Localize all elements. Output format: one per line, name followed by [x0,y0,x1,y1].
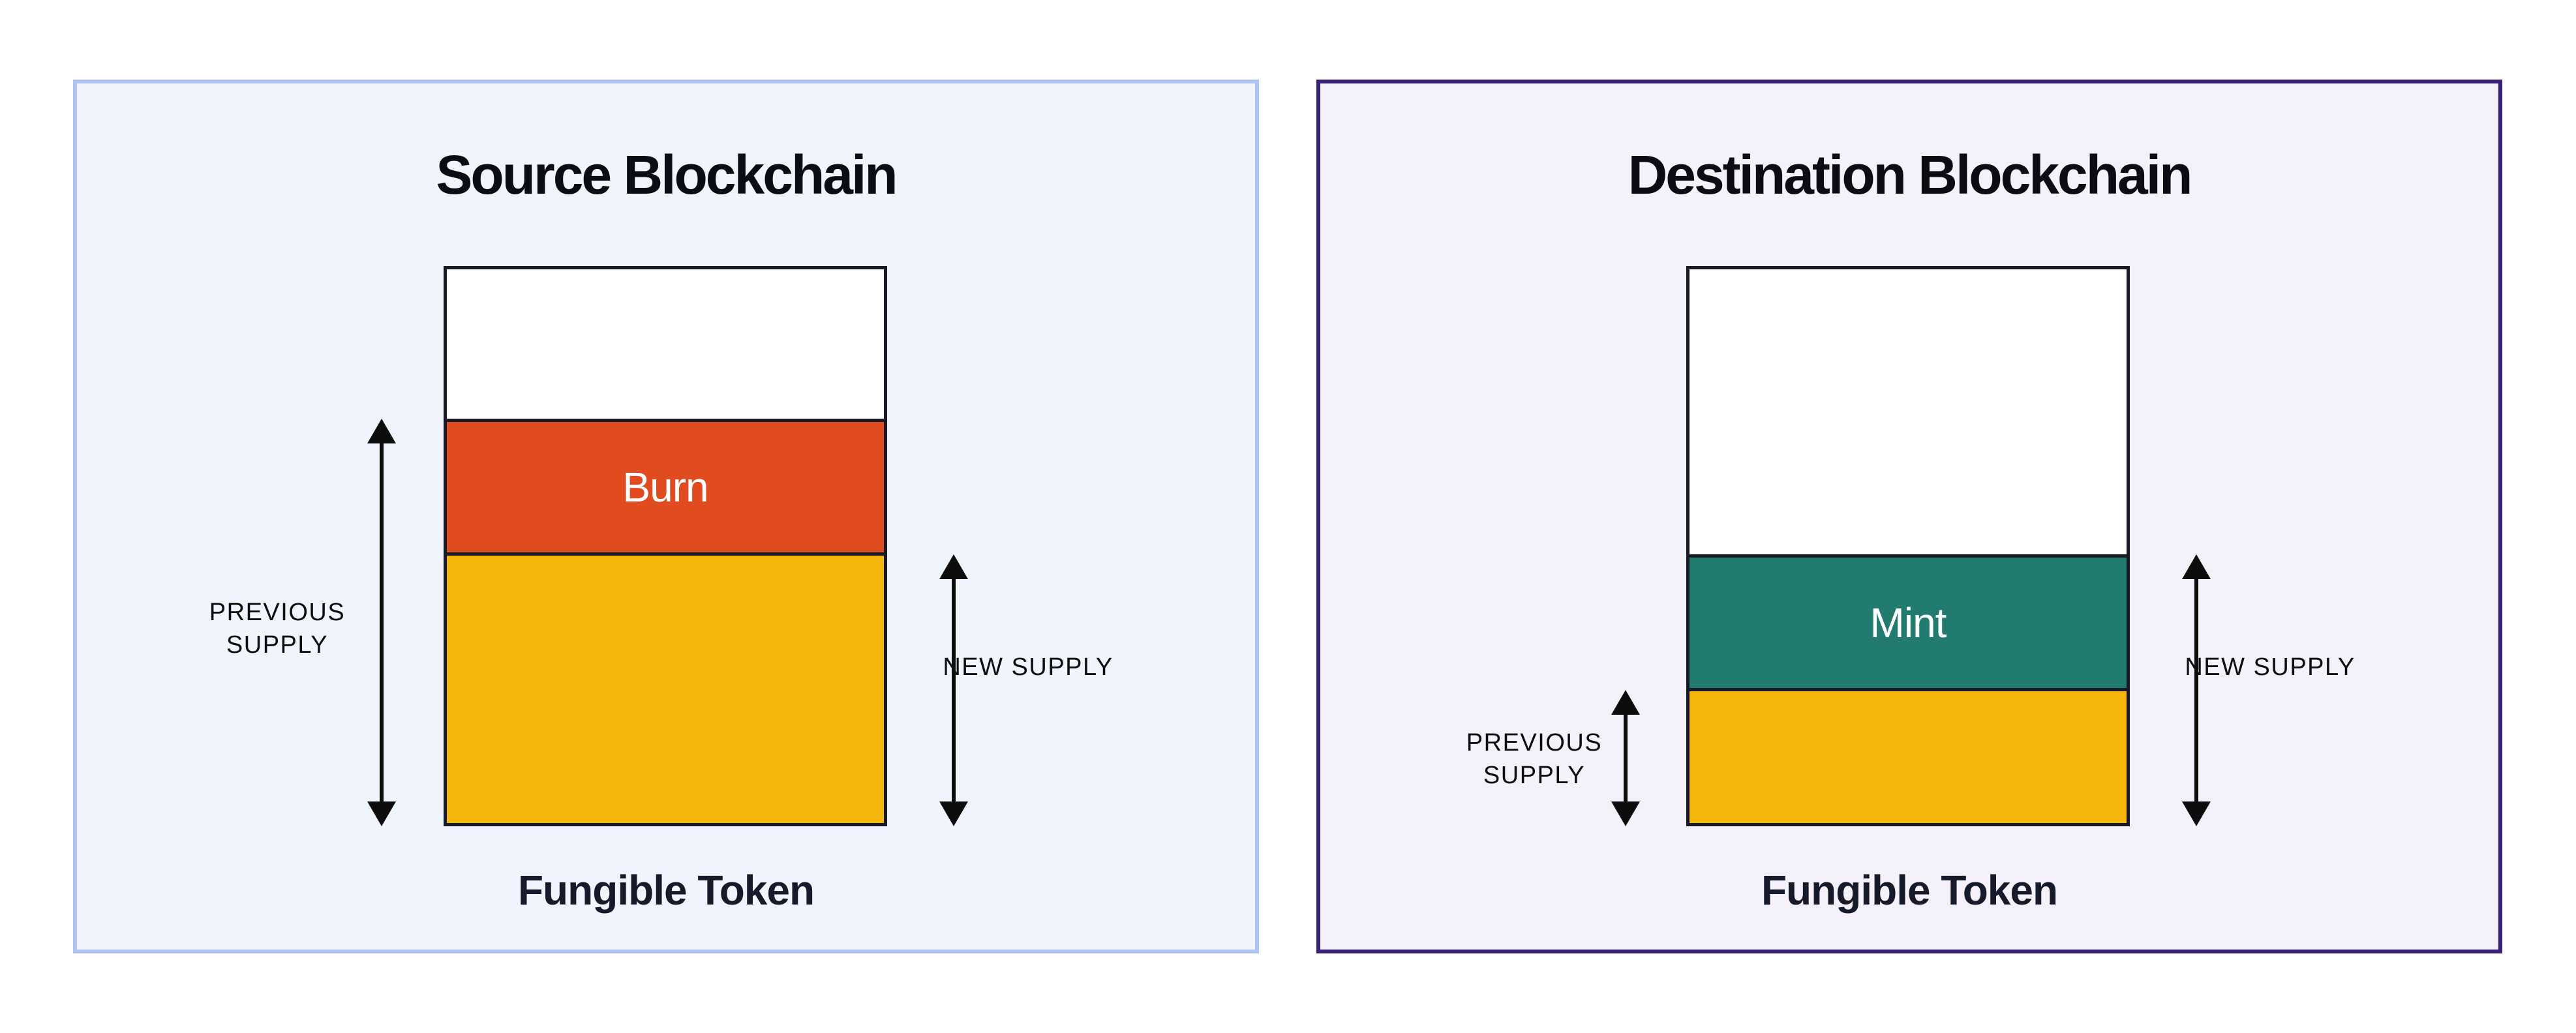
new-supply-label: NEW SUPPLY [943,653,1114,681]
new-supply-label: NEW SUPPLY [2185,653,2356,681]
previous-supply-double-arrow-icon [367,419,396,826]
panel-title: Source Blockchain [436,144,898,205]
token-bar: Mint [1686,266,2130,826]
panel-source-blockchain: Source Blockchain Burn PREVIOUS SUPPLY N… [73,80,1259,953]
arrow-shaft [380,437,384,808]
new-supply-double-arrow-icon [2182,554,2211,826]
arrow-down-head-icon [939,801,968,826]
bar-segment-headroom [1690,269,2127,554]
previous-supply-double-arrow-icon [1611,690,1640,826]
token-caption: Fungible Token [517,867,815,914]
new-supply-double-arrow-icon [939,554,968,826]
token-caption: Fungible Token [1761,867,2058,914]
bar-segment-previous-supply [1690,688,2127,823]
bar-segment-headroom [447,269,884,419]
arrow-down-head-icon [2182,801,2211,826]
previous-supply-label: PREVIOUS SUPPLY [209,599,346,659]
burn-label: Burn [622,464,708,511]
panel-destination-blockchain: Destination Blockchain Mint PREVIOUS SUP… [1316,80,2502,953]
arrow-down-head-icon [367,801,396,826]
bar-segment-burn: Burn [447,419,884,552]
bar-segment-remaining-supply [447,552,884,823]
panel-title: Destination Blockchain [1628,144,2193,205]
arrow-shaft [1624,708,1628,808]
token-bar: Burn [444,266,887,826]
previous-supply-label: PREVIOUS SUPPLY [1466,729,1603,790]
arrow-shaft [952,573,956,808]
mint-label: Mint [1870,599,1947,646]
arrow-shaft [2194,573,2198,808]
arrow-down-head-icon [1611,801,1640,826]
bar-segment-mint: Mint [1690,554,2127,688]
